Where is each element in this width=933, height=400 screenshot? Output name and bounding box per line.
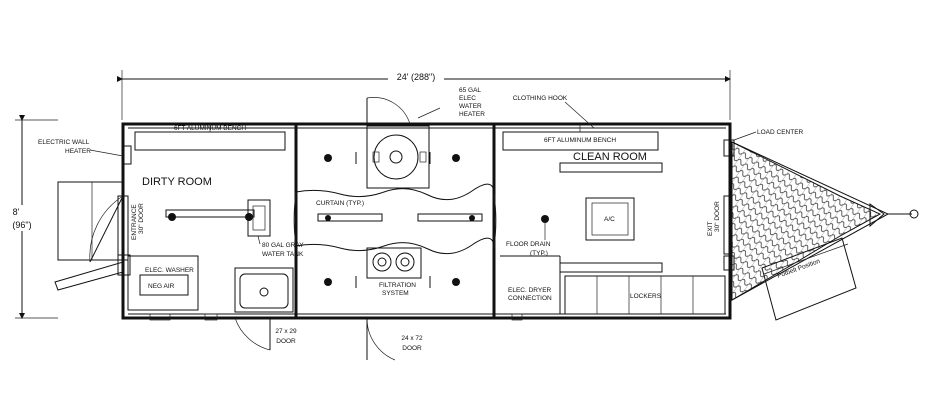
label-exit-2: 30" DOOR [714, 201, 721, 232]
clean-shelf-low [559, 262, 663, 273]
label-wh-3: WATER [459, 103, 482, 110]
label-clothing-hook: CLOTHING HOOK [513, 95, 568, 102]
filtration-system [366, 247, 422, 279]
label-exit-1: EXIT [707, 222, 714, 236]
water-heater [373, 134, 419, 180]
ac-unit [585, 197, 635, 241]
washer-area [127, 255, 199, 311]
width-ft-label: 8' [13, 207, 20, 217]
label-entrance-2: 30" DOOR [138, 203, 145, 234]
lockers [564, 275, 726, 315]
label-load-center: LOAD CENTER [757, 129, 804, 136]
length-dimension: 24' (288") [117, 70, 731, 120]
cargo-hatch [731, 141, 882, 301]
label-tank-1: 80 GAL GRAY [262, 242, 304, 249]
label-bench-left: 6FT ALUMINUM BENCH [174, 125, 246, 132]
label-washer: ELEC. WASHER [145, 267, 194, 274]
label-heater-2: HEATER [65, 148, 91, 155]
width-in-label: (96") [12, 220, 31, 230]
label-curtain: CURTAIN (TYP.) [316, 200, 364, 207]
label-bench-right: 6FT ALUMINUM BENCH [544, 137, 616, 144]
label-ac: A/C [604, 216, 615, 223]
label-dryer-1: ELEC. DRYER [508, 287, 552, 294]
bench-right [502, 131, 659, 151]
label-lockers: LOCKERS [630, 293, 662, 300]
label-neg-air: NEG AIR [148, 283, 175, 290]
label-filtration-1: FILTRATION [379, 282, 416, 289]
label-dirty-room: DIRTY ROOM [142, 176, 212, 188]
bench-left [134, 131, 286, 151]
water-heater-box [366, 125, 430, 189]
wall-heater [122, 145, 132, 165]
clean-shelf [559, 162, 663, 173]
curtain-bottom [295, 237, 495, 255]
label-drain-1: FLOOR DRAIN [506, 241, 551, 248]
curtain-top [295, 183, 495, 201]
label-dryer-2: CONNECTION [508, 295, 552, 302]
label-door-left-1: 27 x 29 [275, 328, 297, 335]
label-filtration-2: SYSTEM [382, 290, 409, 297]
label-entrance-1: ENTRANCE [131, 204, 138, 240]
dirty-shelf [165, 209, 255, 218]
label-wh-4: HEATER [459, 111, 485, 118]
label-tank-2: WATER TANK [262, 251, 304, 258]
stabilizer-left [54, 261, 124, 291]
label-heater-1: ELECTRIC WALL [38, 139, 90, 146]
label-door-right-2: DOOR [402, 345, 422, 352]
label-drain-2: (TYP.) [530, 250, 548, 257]
width-dimension: 8' (96") [6, 115, 58, 319]
length-label: 24' (288") [397, 72, 435, 82]
label-clean-room: CLEAN ROOM [573, 151, 647, 163]
label-door-left-2: DOOR [276, 338, 296, 345]
label-wh-2: ELEC [459, 95, 476, 102]
label-door-right-1: 24 x 72 [401, 335, 423, 342]
sink [234, 267, 294, 313]
label-wh-1: 65 GAL [459, 87, 481, 94]
potbelt-box [761, 237, 857, 321]
